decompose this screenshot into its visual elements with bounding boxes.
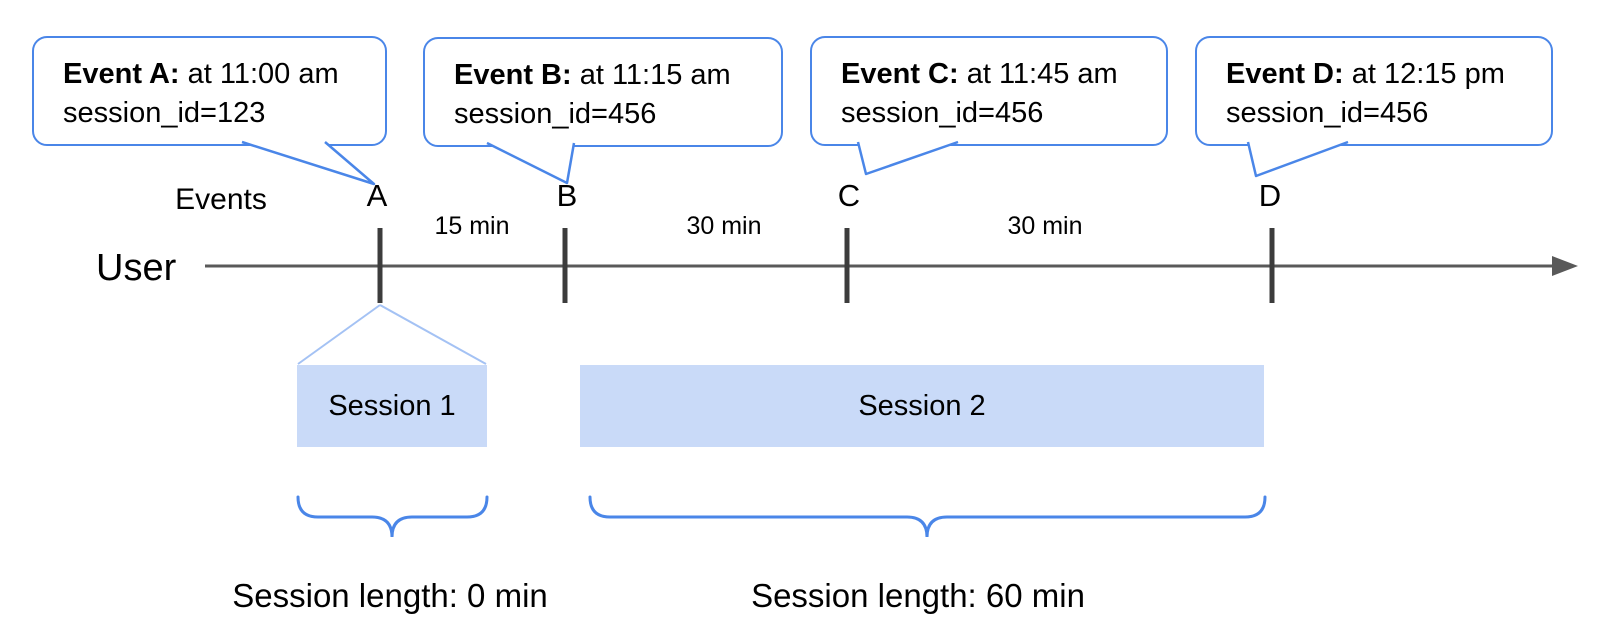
event-b-callout-line1: Event B: at 11:15 am [454, 56, 781, 95]
timeline-arrowhead-icon [1552, 256, 1578, 276]
event-b-callout-title: Event B: [454, 59, 572, 91]
session-2-brace [588, 495, 1267, 538]
session-1-funnel-left [297, 304, 381, 365]
event-b-letter: B [556, 178, 578, 213]
event-c-callout-time: at 11:45 am [958, 58, 1118, 90]
session-2-label: Session 2 [858, 389, 986, 422]
session-1-funnel-right [379, 304, 487, 365]
session-1-bar: Session 1 [297, 365, 487, 447]
event-a-callout-line1: Event A: at 11:00 am [63, 55, 385, 94]
event-b-callout: Event B: at 11:15 am session_id=456 [423, 37, 783, 147]
event-c-callout-tail [856, 140, 959, 176]
event-d-callout-session-id: session_id=456 [1226, 97, 1429, 129]
event-a-callout-tail [241, 140, 376, 186]
events-axis-caption: Events [175, 183, 267, 216]
event-c-letter: C [837, 178, 861, 213]
event-c-callout-line1: Event C: at 11:45 am [841, 55, 1166, 94]
event-b-callout-session-id: session_id=456 [454, 98, 657, 130]
session-1-brace [296, 495, 489, 538]
event-c-callout-title: Event C: [841, 58, 959, 90]
interval-c-d-label: 30 min [1007, 212, 1083, 240]
event-a-callout-session-id: session_id=123 [63, 97, 266, 129]
event-b-callout-time: at 11:15 am [571, 59, 731, 91]
session-1-length-label: Session length: 0 min [232, 577, 548, 614]
event-d-callout: Event D: at 12:15 pm session_id=456 [1195, 36, 1553, 146]
event-c-callout-session-id: session_id=456 [841, 97, 1044, 129]
event-d-callout-title: Event D: [1226, 58, 1344, 90]
session-2-bar: Session 2 [580, 365, 1264, 447]
event-d-letter: D [1258, 178, 1282, 213]
event-a-callout-time: at 11:00 am [179, 58, 339, 90]
interval-a-b-label: 15 min [434, 212, 510, 240]
event-d-callout-time: at 12:15 pm [1343, 58, 1505, 90]
event-c-callout: Event C: at 11:45 am session_id=456 [810, 36, 1168, 146]
event-d-callout-line1: Event D: at 12:15 pm [1226, 55, 1551, 94]
interval-b-c-label: 30 min [686, 212, 762, 240]
session-1-label: Session 1 [328, 389, 456, 422]
event-b-callout-tail [486, 141, 576, 185]
event-a-callout-title: Event A: [63, 58, 180, 90]
event-a-callout: Event A: at 11:00 am session_id=123 [32, 36, 387, 146]
event-d-callout-tail [1246, 140, 1349, 178]
user-row-label: User [96, 247, 177, 289]
event-a-letter: A [366, 178, 388, 213]
session-2-length-label: Session length: 60 min [751, 577, 1085, 614]
